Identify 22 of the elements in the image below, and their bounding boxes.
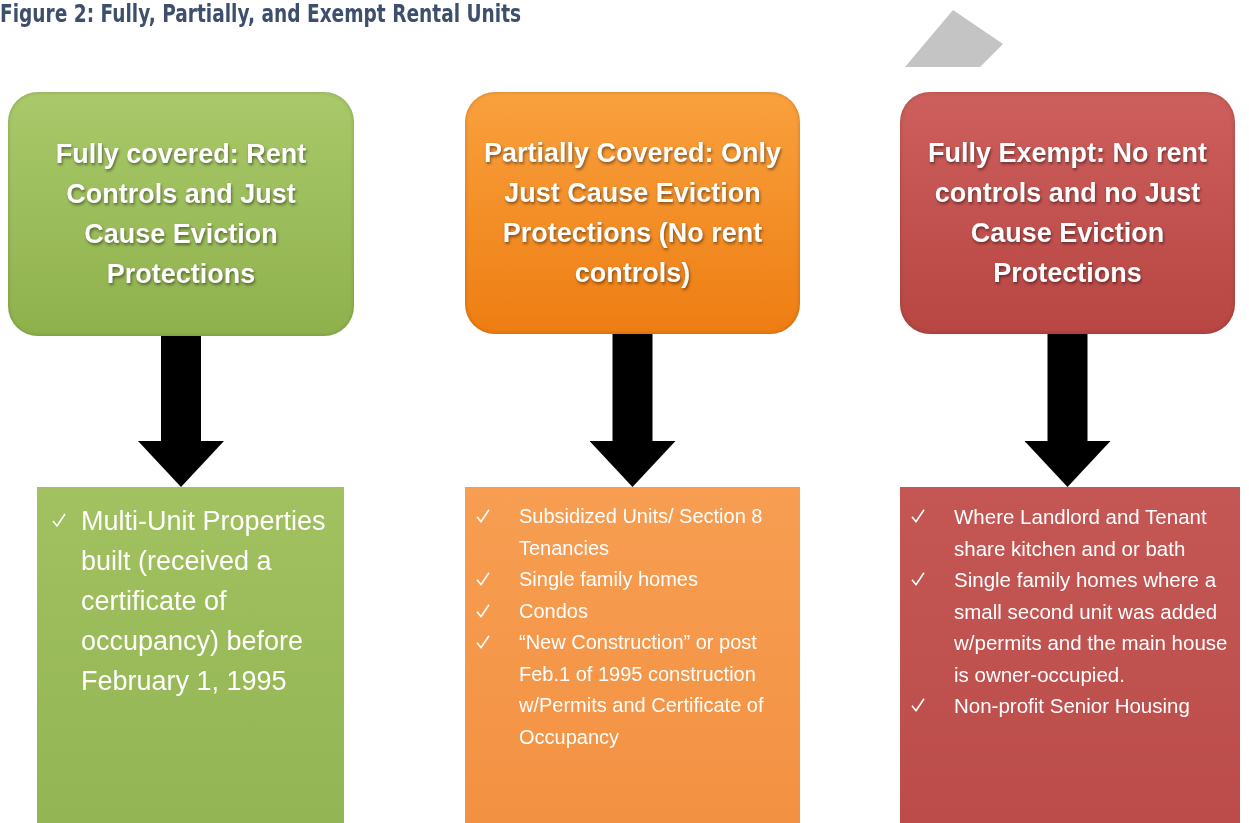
block-arrow bbox=[138, 336, 224, 487]
category-box bbox=[465, 92, 800, 334]
list-box bbox=[37, 487, 344, 823]
figure-title: Figure 2: Fully, Partially, and Exempt Rental Units bbox=[0, 0, 522, 28]
category-box bbox=[8, 92, 354, 336]
list-item: Single family homes where a small second unit was added w/permits and the main house is owner-occupied. bbox=[954, 567, 1229, 688]
list-box bbox=[900, 487, 1240, 823]
category-box bbox=[900, 92, 1235, 334]
category-heading: Fully Exempt: No rent controls and no Just Cause Eviction Protections bbox=[927, 137, 1208, 290]
category-heading: Partially Covered: Only Just Cause Eviction Protections (No rent controls) bbox=[483, 137, 782, 290]
list-item: Where Landlord and Tenant share kitchen and or bath bbox=[954, 504, 1208, 562]
chevron-shape bbox=[905, 10, 1003, 67]
list-item: Non-profit Senior Housing bbox=[954, 693, 1191, 719]
list-item: Subsidized Units/ Section 8 Tenancies bbox=[519, 504, 764, 561]
list-item: Single family homes bbox=[519, 567, 699, 592]
list-item: Condos bbox=[519, 598, 589, 624]
category-heading: Fully covered: Rent Controls and Just Cause Eviction Protections bbox=[54, 138, 308, 291]
list-box bbox=[465, 487, 800, 823]
list-item: “New Construction” or post Feb.1 of 1995 construction w/Permits and Certificate of Occupancy bbox=[519, 630, 765, 750]
block-arrow bbox=[1024, 334, 1111, 487]
list-item: Multi-Unit Properties built (received a certificate of occupancy) before February 1, 1995 bbox=[81, 505, 327, 698]
block-arrow bbox=[589, 334, 676, 487]
